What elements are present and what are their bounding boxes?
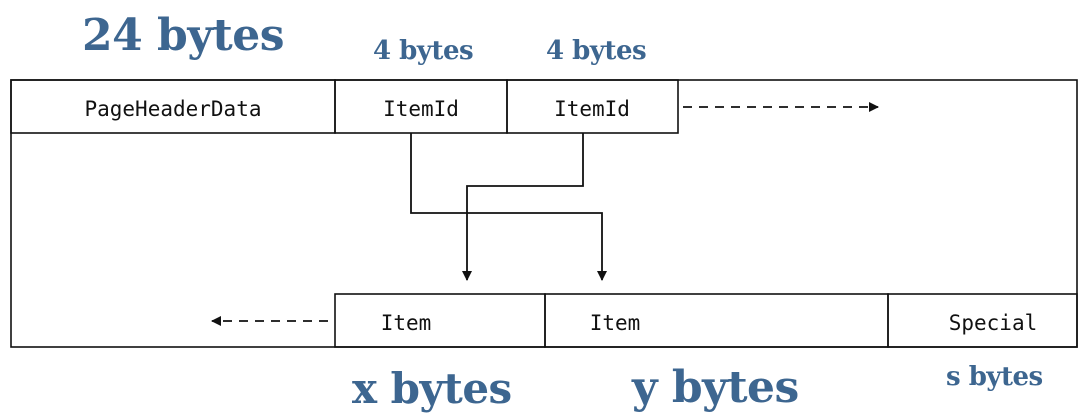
special-text: Special xyxy=(949,311,1038,335)
itemid-2-cell xyxy=(506,79,679,134)
item-1-text: Item xyxy=(381,311,432,335)
page-header-size-label: 24 bytes xyxy=(82,10,284,61)
itemid-1-text: ItemId xyxy=(383,97,459,121)
item-1-cell xyxy=(334,293,546,348)
itemid-2-size-label: 4 bytes xyxy=(546,36,647,66)
special-cell xyxy=(887,293,1078,348)
special-size-label: s bytes xyxy=(946,362,1043,392)
item-x-size-label: x bytes xyxy=(352,364,512,413)
page-header-text: PageHeaderData xyxy=(84,97,261,121)
itemid-2-pointer-arrow xyxy=(462,133,584,281)
item-2-text: Item xyxy=(590,311,641,335)
itemid-1-size-label: 4 bytes xyxy=(373,36,474,66)
itemid-2-text: ItemId xyxy=(554,97,630,121)
item-y-size-label: y bytes xyxy=(632,362,799,413)
itemid-1-pointer-arrow xyxy=(410,133,607,281)
